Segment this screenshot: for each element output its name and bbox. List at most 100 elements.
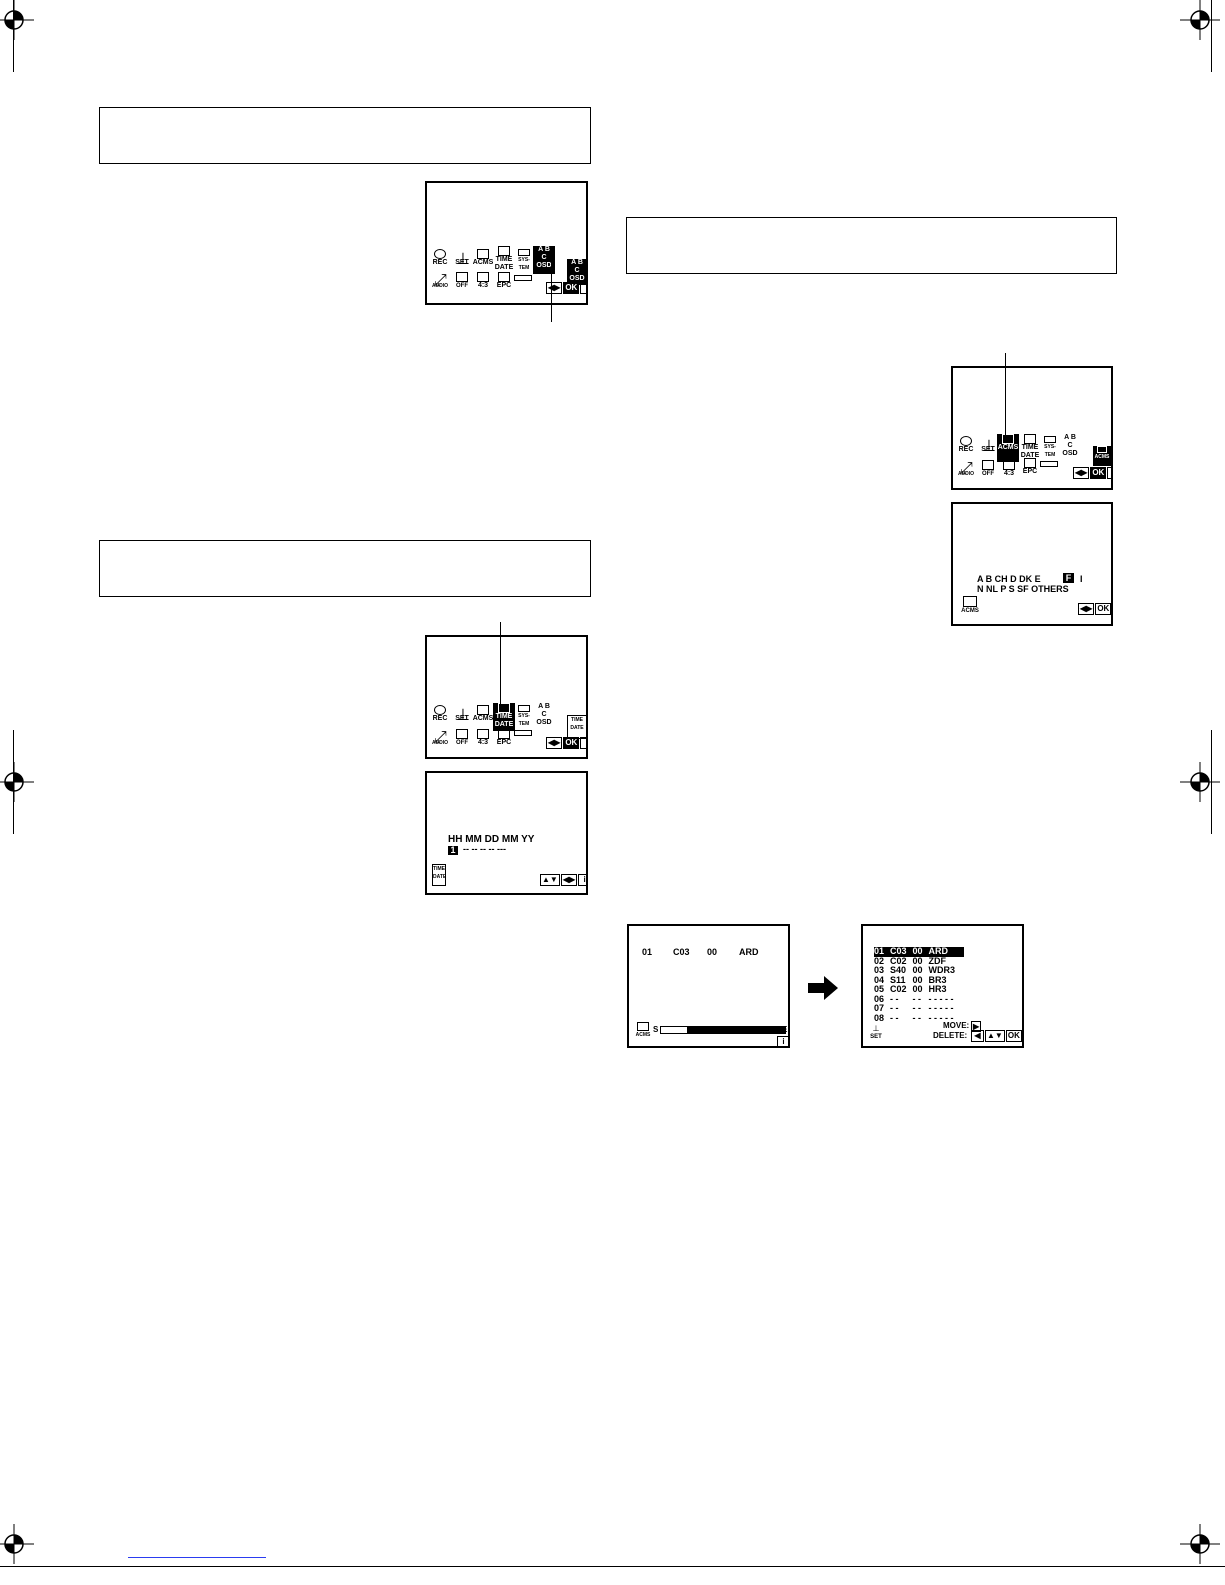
aspect-icon: 4:3 xyxy=(998,460,1020,488)
table-row[interactable]: 08- -- -- - - - - xyxy=(874,1012,954,1023)
section-title-box-tuner xyxy=(626,217,1117,274)
info-icon: i xyxy=(1112,603,1113,615)
acms-icon-selected[interactable]: ACMS xyxy=(997,434,1019,462)
left-right-icon: ◀▶ xyxy=(560,874,578,886)
audio-icon: ⤢AUDIO xyxy=(431,272,449,289)
ok-icon: OK xyxy=(1090,467,1107,479)
registration-mark-bottom-right xyxy=(1180,1524,1220,1564)
system-icon: SYS-TEM xyxy=(513,705,535,733)
nav-keys: ◀▲▼OKi xyxy=(971,1030,1024,1042)
system-icon: SYS-TEM xyxy=(513,249,535,277)
epc-icon: EPC xyxy=(1019,458,1041,486)
aspect-icon: 4:3 xyxy=(472,272,494,300)
clock-cursor[interactable]: 1 xyxy=(448,846,458,855)
acms-progress-bar xyxy=(660,1026,786,1034)
left-right-icon: ◀▶ xyxy=(1073,467,1090,479)
system-select-screen: A B CH D DK E F I N NL P S SF OTHERS ACM… xyxy=(951,502,1113,626)
crop-line xyxy=(13,730,14,834)
left-right-icon: ◀▶ xyxy=(546,282,563,294)
extra-icon xyxy=(514,730,532,736)
crop-line xyxy=(1211,730,1212,834)
off-timer-icon: OFF xyxy=(451,729,473,757)
delete-label: DELETE: xyxy=(933,1031,968,1040)
acms-channel: C03 xyxy=(673,947,690,957)
info-icon: i xyxy=(580,737,586,749)
off-timer-icon: OFF xyxy=(977,460,999,488)
rec-timer-icon: REC xyxy=(429,249,451,277)
nav-keys: i xyxy=(777,1036,788,1046)
acms-progress-fill xyxy=(661,1027,687,1033)
info-icon: i xyxy=(580,282,586,294)
system-option-selected[interactable]: F xyxy=(1063,573,1074,583)
callout-line-clock xyxy=(500,622,501,706)
system-options-row2[interactable]: N NL P S SF OTHERS xyxy=(977,584,1069,594)
up-down-icon: ▲▼ xyxy=(985,1030,1005,1042)
bottom-rule xyxy=(0,1566,1225,1567)
system-icon: SYS-TEM xyxy=(1039,436,1061,464)
aspect-icon: 4:3 xyxy=(472,729,494,757)
nav-keys: ▲▼◀▶i xyxy=(540,874,586,886)
rec-timer-icon: REC xyxy=(429,705,451,733)
preset-icon: ⊥SET xyxy=(455,707,470,724)
table-row[interactable]: 06- -- -- - - - - xyxy=(874,993,954,1004)
acms-program-number: 01 xyxy=(642,947,653,957)
info-icon: i xyxy=(1023,1030,1024,1042)
rec-timer-icon: REC xyxy=(955,436,977,464)
ok-icon: OK xyxy=(563,282,580,294)
up-down-icon: ▲▼ xyxy=(540,874,560,886)
extra-icon xyxy=(514,275,532,281)
acms-fine-tune: 00 xyxy=(707,947,718,957)
extra-icon xyxy=(1040,461,1058,467)
epc-icon: EPC xyxy=(493,729,515,757)
arrow-right-icon xyxy=(808,976,838,1000)
preset-icon: ⊥SET xyxy=(455,251,470,268)
acms-station-name: ARD xyxy=(739,947,759,957)
epc-icon: EPC xyxy=(493,272,515,300)
ok-icon: OK xyxy=(563,737,580,749)
clock-field-values[interactable]: -- -- -- -- --- xyxy=(463,844,506,854)
acms-icon: ACMS xyxy=(472,249,494,277)
crop-line xyxy=(1211,0,1212,72)
system-option-i[interactable]: I xyxy=(1080,574,1083,584)
right-arrow-key-icon: ▶ xyxy=(971,1021,982,1032)
acms-icon: ACMS xyxy=(959,596,981,620)
info-icon: i xyxy=(1107,467,1111,479)
progress-start-label: S xyxy=(653,1025,659,1034)
info-icon: i xyxy=(578,874,586,886)
table-row[interactable]: 07- -- -- - - - - xyxy=(874,1003,954,1013)
acms-progress-screen: 01 C03 00 ARD ACMS S E i xyxy=(627,924,790,1048)
left-arrow-key-icon: ◀ xyxy=(971,1030,984,1042)
preset-icon: ⊥SET xyxy=(981,438,996,455)
section-title-box-clock xyxy=(99,540,591,597)
current-item-acms-icon: ACMS xyxy=(1093,446,1111,466)
registration-mark-bottom-left xyxy=(0,1524,34,1564)
acms-icon: ACMS xyxy=(634,1022,652,1042)
left-right-icon: ◀▶ xyxy=(1078,603,1095,615)
move-label: MOVE: xyxy=(943,1021,970,1030)
registration-mark-top-left xyxy=(0,0,34,40)
footer-link-underline[interactable] xyxy=(128,1557,266,1558)
off-timer-icon: OFF xyxy=(451,272,473,300)
section-title-box-osd xyxy=(99,107,591,164)
nav-keys: ◀▶OKi xyxy=(1073,467,1111,479)
system-options-row1[interactable]: A B CH D DK E xyxy=(977,574,1041,584)
callout-line-acms xyxy=(1005,353,1006,438)
